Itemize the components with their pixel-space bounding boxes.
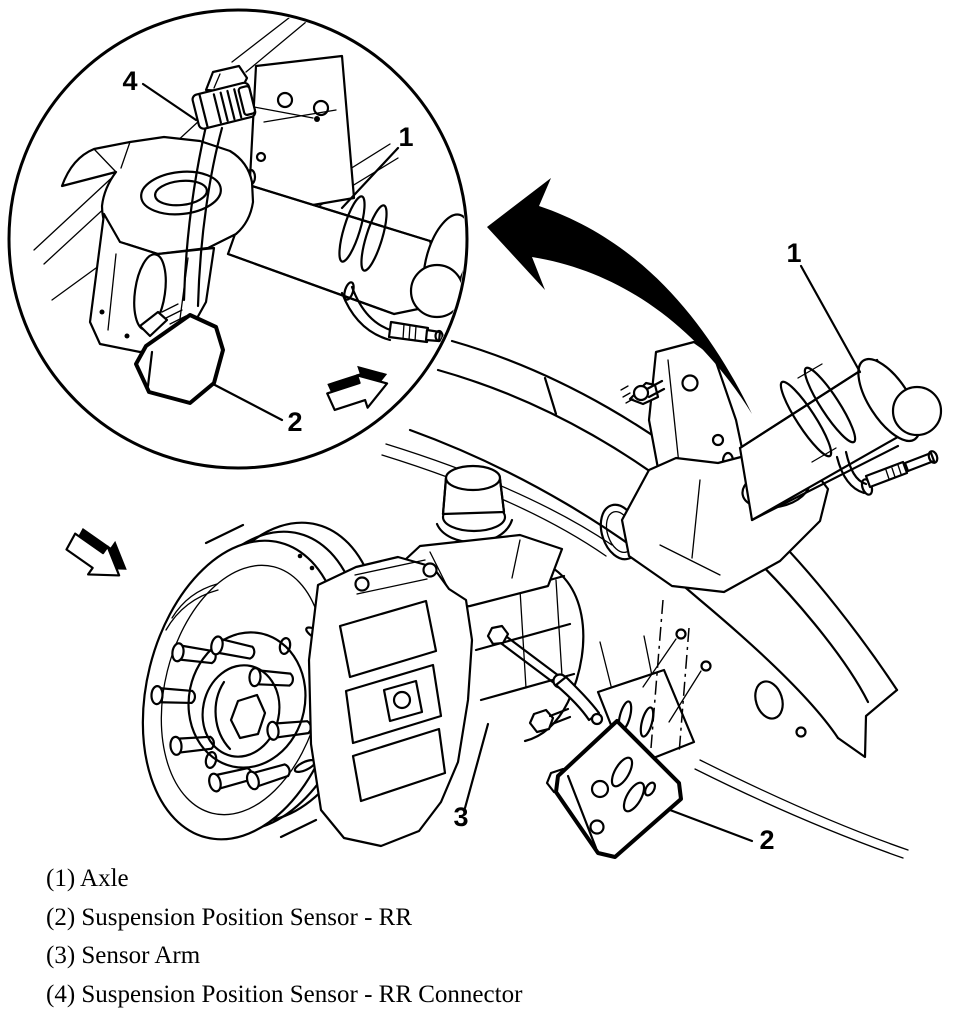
legend-item-sensor-connector: (4) Suspension Position Sensor - RR Conn… <box>46 980 523 1008</box>
legend: (1) Axle (2) Suspension Position Sensor … <box>46 860 522 1014</box>
callout-main-sensor: 2 <box>759 825 774 855</box>
callout-inset-sensor: 2 <box>287 407 302 437</box>
callout-main-axle: 1 <box>786 238 801 268</box>
callout-inset-connector: 4 <box>122 66 137 96</box>
main-callout-leaders <box>463 264 862 843</box>
legend-item-suspension-position-sensor: (2) Suspension Position Sensor - RR <box>46 903 413 931</box>
wheel-studs <box>150 635 312 793</box>
main-view-direction-arrow-icon <box>65 527 127 577</box>
detail-zoom-arrow-icon <box>487 178 752 414</box>
position-sensor <box>554 719 683 859</box>
inset-callout-leaders <box>141 82 400 422</box>
inset-sensor-harness-wire <box>182 124 224 308</box>
axle-tube-end <box>738 358 943 522</box>
inset-frame-plate <box>238 54 356 218</box>
inset-connector <box>191 64 320 130</box>
brake-caliper <box>307 555 474 848</box>
legend-item-axle: (1) Axle <box>46 865 129 892</box>
inset-position-sensor <box>134 303 225 405</box>
inset-breather-hose <box>340 281 444 344</box>
detail-view-direction-arrow-icon <box>326 365 389 412</box>
main-view: 1 2 3 <box>65 178 943 859</box>
inset-detail-view: 4 1 2 <box>7 8 469 470</box>
callout-main-sensor-arm: 3 <box>453 802 468 832</box>
callout-inset-axle: 1 <box>398 122 413 152</box>
inset-axle-tube <box>226 184 465 319</box>
sensor-arm <box>486 624 604 734</box>
legend-item-sensor-arm: (3) Sensor Arm <box>46 942 201 969</box>
bump-stop <box>435 464 514 544</box>
inset-axle-bracket <box>60 135 255 354</box>
alignment-centerlines <box>642 599 712 755</box>
main-breather-hose <box>835 450 939 496</box>
